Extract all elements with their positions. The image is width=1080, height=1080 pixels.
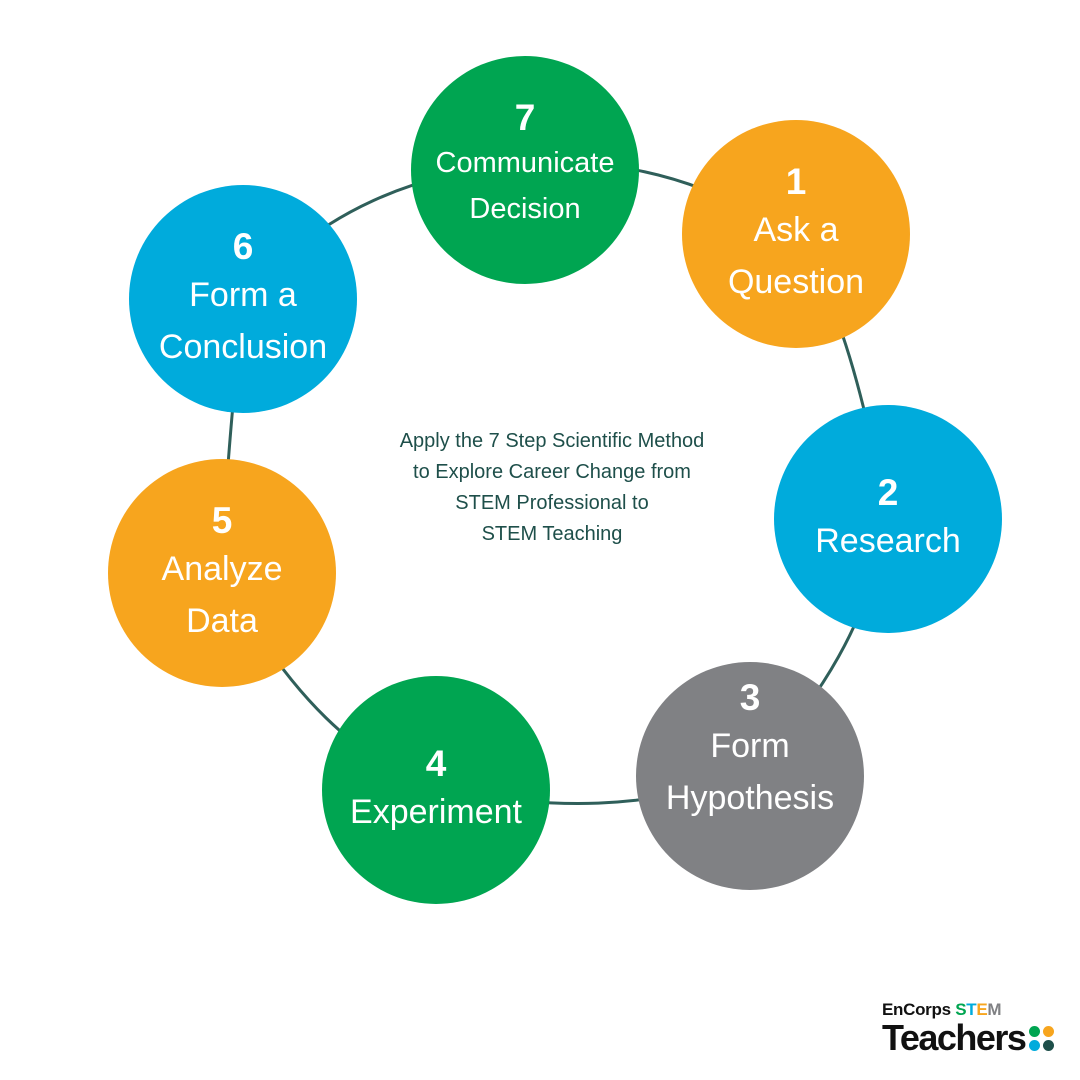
step-label: Form Hypothesis xyxy=(665,727,835,817)
step-number: 1 xyxy=(785,161,807,202)
step-label: Experiment xyxy=(350,793,522,831)
step-number: 7 xyxy=(514,97,536,138)
center-caption-line: to Explore Career Change from xyxy=(413,461,691,483)
step-3-form-hypothesis: 3 Form Hypothesis xyxy=(636,662,864,890)
step-label: Ask a Question xyxy=(727,211,865,301)
logo-letter: S xyxy=(955,1000,967,1019)
logo-top-line: EnCorps STEM xyxy=(882,1000,1062,1020)
center-caption-line: STEM Teaching xyxy=(481,523,623,545)
step-4-experiment: 4 Experiment xyxy=(322,676,550,904)
logo-encorps-text: EnCorps xyxy=(882,1000,951,1019)
step-6-form-a-conclusion: 6 Form a Conclusion xyxy=(129,185,357,413)
logo-dot xyxy=(1043,1039,1055,1051)
step-label: Form a Conclusion xyxy=(158,276,328,366)
step-5-analyze-data: 5 Analyze Data xyxy=(108,459,336,687)
step-number: 5 xyxy=(211,500,233,541)
step-number: 3 xyxy=(739,677,761,718)
logo-dots-icon xyxy=(1029,1025,1055,1051)
step-number: 6 xyxy=(232,226,254,267)
step-number: 4 xyxy=(425,743,447,784)
step-2-research: 2 Research xyxy=(774,405,1002,633)
logo-teachers-text: Teachers xyxy=(882,1017,1027,1058)
center-caption-line: STEM Professional to xyxy=(455,492,649,514)
step-label: Research xyxy=(815,522,961,560)
logo-letter: M xyxy=(987,1000,1002,1019)
step-1-ask-a-question: 1 Ask a Question xyxy=(682,120,910,348)
logo-dot xyxy=(1029,1039,1041,1051)
logo-dot xyxy=(1029,1025,1041,1037)
step-label: Communicate Decision xyxy=(435,147,615,225)
encorps-logo: EnCorps STEM Teachers xyxy=(882,1000,1062,1056)
step-label: Analyze Data xyxy=(161,550,283,640)
step-number: 2 xyxy=(877,472,899,513)
center-caption-line: Apply the 7 Step Scientific Method xyxy=(399,430,705,452)
logo-dot xyxy=(1043,1025,1055,1037)
logo-letter: T xyxy=(966,1000,977,1019)
logo-letter: E xyxy=(976,1000,988,1019)
step-7-communicate-decision: 7 Communicate Decision xyxy=(411,56,639,284)
center-caption: Apply the 7 Step Scientific Method to Ex… xyxy=(352,426,752,550)
logo-bottom-line: Teachers xyxy=(882,1020,1062,1056)
